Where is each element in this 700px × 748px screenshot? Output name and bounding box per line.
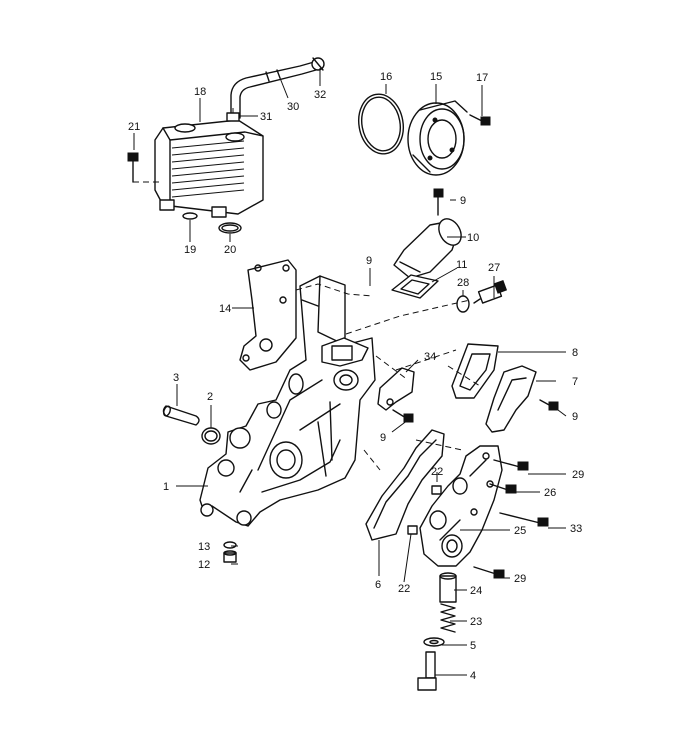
seal-ring-20 — [218, 222, 242, 234]
cap-22-lower — [407, 525, 418, 535]
callout-31: 31 — [260, 111, 272, 123]
callout-6: 6 — [375, 579, 381, 591]
callout-5: 5 — [470, 640, 476, 652]
main-housing-1 — [199, 275, 376, 527]
elbow-7 — [485, 365, 537, 433]
callout-11: 11 — [456, 259, 467, 271]
callout-34: 34 — [424, 351, 436, 363]
callout-9-bracket: 9 — [380, 432, 386, 444]
callout-26: 26 — [544, 487, 556, 499]
oil-cooler — [154, 119, 264, 218]
callout-9-housing: 9 — [366, 255, 372, 267]
thermostat-housing-15 — [407, 100, 468, 176]
callout-12: 12 — [198, 559, 210, 571]
pump-cover-25 — [419, 445, 503, 567]
bolt-9-mid — [392, 409, 414, 423]
coolant-elbow-10 — [393, 218, 462, 279]
bolt-17 — [469, 114, 491, 126]
bolt-29-upper — [493, 459, 529, 471]
callout-20: 20 — [224, 244, 236, 256]
callout-22-upper: 22 — [431, 466, 443, 478]
callout-9-right: 9 — [572, 411, 578, 423]
callout-2: 2 — [207, 391, 213, 403]
callout-27: 27 — [488, 262, 500, 274]
callout-8: 8 — [572, 347, 578, 359]
plug-4 — [417, 651, 437, 691]
spring-23 — [440, 603, 456, 633]
callout-33: 33 — [570, 523, 582, 535]
callout-labels: 1 2 3 4 5 6 7 8 9 9 9 9 10 11 12 13 14 1… — [128, 71, 584, 682]
oil-hose — [230, 61, 317, 119]
dowel-pin-3 — [162, 405, 200, 426]
callout-22-lower: 22 — [398, 583, 410, 595]
bracket-34 — [377, 367, 415, 411]
bolt-33 — [499, 512, 549, 527]
plug-12 — [223, 550, 237, 563]
alignment-lines — [295, 283, 481, 471]
callout-30: 30 — [287, 101, 299, 113]
sleeve-24 — [439, 572, 457, 603]
bolt-26 — [489, 483, 517, 494]
callout-1: 1 — [163, 481, 169, 493]
callout-7: 7 — [572, 376, 578, 388]
callout-10: 10 — [467, 232, 479, 244]
hose-clamp — [311, 57, 325, 71]
callout-21: 21 — [128, 121, 140, 133]
callout-28: 28 — [457, 277, 469, 289]
o-ring-2 — [201, 427, 221, 445]
callout-25: 25 — [514, 525, 526, 537]
callout-29-lower: 29 — [514, 573, 526, 585]
seal-ring-19 — [182, 212, 198, 220]
callout-19: 19 — [184, 244, 196, 256]
gasket-11 — [391, 274, 439, 299]
callout-17: 17 — [476, 72, 488, 84]
callout-9-elbow: 9 — [460, 195, 466, 207]
callout-24: 24 — [470, 585, 482, 597]
callout-32: 32 — [314, 89, 326, 101]
bolt-29-lower — [473, 566, 505, 579]
cooler-fins — [171, 140, 245, 198]
callout-3: 3 — [173, 372, 179, 384]
callout-14: 14 — [219, 303, 231, 315]
o-ring-16 — [358, 93, 404, 155]
bolt-9-right — [539, 399, 559, 411]
callout-15: 15 — [430, 71, 442, 83]
o-ring-28 — [456, 295, 470, 313]
gasket-6 — [365, 429, 445, 541]
callout-23: 23 — [470, 616, 482, 628]
hose-connector — [226, 108, 240, 122]
leader-lines — [133, 68, 567, 676]
callout-18: 18 — [194, 86, 206, 98]
gasket-14 — [239, 259, 297, 371]
washer-13 — [223, 541, 237, 549]
callout-13: 13 — [198, 541, 210, 553]
gasket-8 — [451, 343, 499, 399]
callout-16: 16 — [380, 71, 392, 83]
bolt-21 — [127, 152, 160, 183]
callout-4: 4 — [470, 670, 476, 682]
bolt-9-top — [433, 188, 444, 216]
cap-22-upper — [431, 485, 442, 495]
callout-29-upper: 29 — [572, 469, 584, 481]
temperature-sender-27 — [473, 279, 508, 304]
washer-5 — [423, 637, 445, 647]
